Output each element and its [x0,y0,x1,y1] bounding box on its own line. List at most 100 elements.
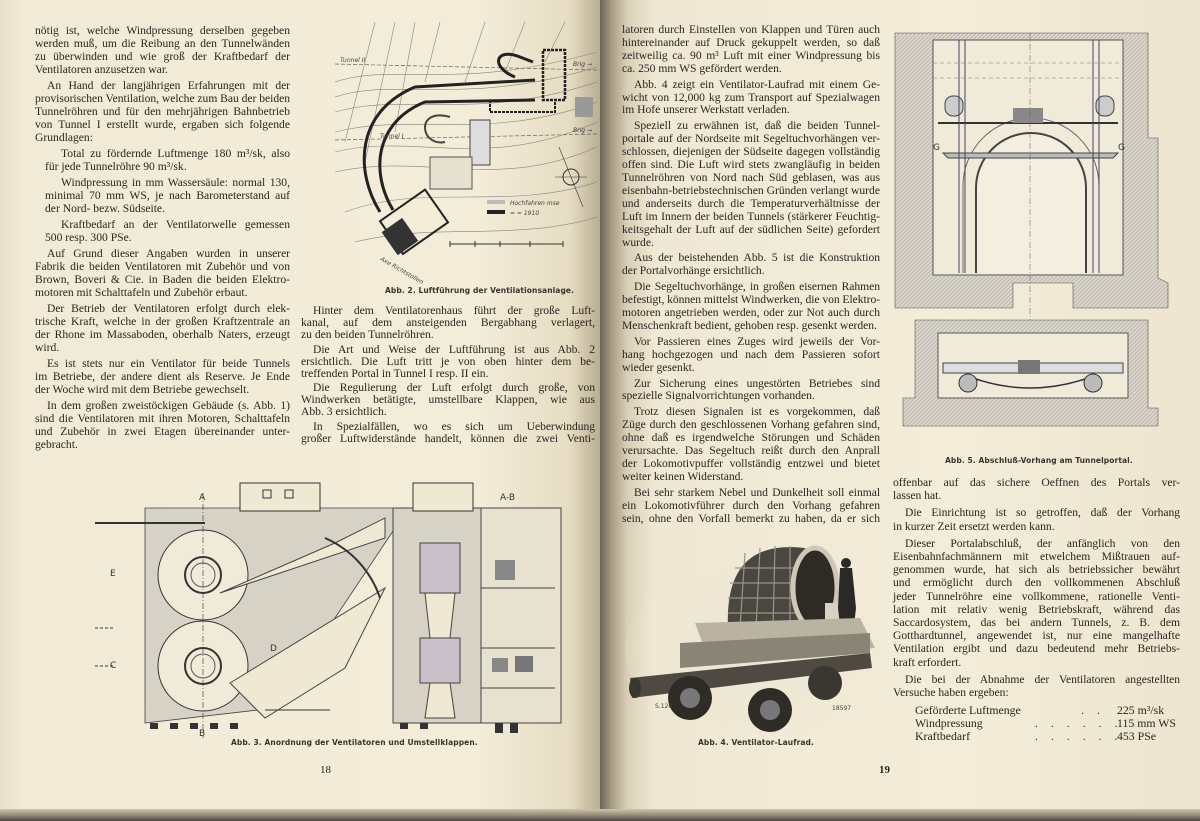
text-line: wurde. [622,235,654,249]
text-line: befestigt, können mittelst Windwerken, d… [622,293,880,307]
text-line: Eisenbahnfachmännern mit etwelchem Mißtr… [893,550,1180,564]
text-line: Ventilation ergibt und dazu bedeutend me… [893,642,1180,656]
text-line: von Tunnel I erstellt wurde, ergaben sic… [35,118,290,131]
results-row: Kraftbedarf. . . . . .453 PSe [893,730,1180,743]
text-line: ca. 250 mm WS gefördert werden. [622,61,782,75]
text-line: Abb. 3 ersichtlich. [301,405,387,419]
text-line: Hinter dem Ventilatorenhaus führt der gr… [313,304,595,317]
page-number-right: 19 [879,764,890,776]
text-line: Vor Passieren eines Zuges wird jeweils d… [634,334,880,348]
text-line: im Betriebe, der andere dient als Reserv… [35,370,290,383]
text-line: Die Art und Weise der Luftführung ist au… [313,342,595,356]
paragraph: Die Segeltuchvorhänge, in großen eiserne… [622,280,880,333]
text-line: Die Regulierung der Luft erfolgt durch g… [313,381,595,395]
text-line: Dieser Portalabschluß, der anfänglich vo… [905,536,1180,550]
text-line: Trotz diesen Signalen ist es vorgekommen… [634,405,880,419]
paragraph: latoren durch Einstellen von Klappen und… [622,23,880,76]
text-line: Züge durch den geschlossenen Vorhang gef… [622,418,880,432]
paragraph: Die Art und Weise der Luftführung ist au… [301,342,595,380]
paragraph: nötig ist, welche Windpressung derselben… [35,24,290,76]
text-line: jeder Tunnelröhre eine vollkommene, rati… [893,589,1180,603]
text-line: nötig ist, welche Windpressung derselben… [35,24,290,37]
text-line: Die Einrichtung ist so getroffen, daß de… [905,506,1180,520]
text-line: An Hand der langjährigen Erfahrungen mit… [47,79,290,92]
paragraph: An Hand der langjährigen Erfahrungen mit… [35,79,290,144]
left-page: nötig ist, welche Windpressung derselben… [0,0,600,821]
text-line: wicht von 12,000 kg zum Transport auf Sp… [622,90,880,104]
text-line: lassen hat. [893,489,942,503]
text-line: der Woche wird mit dem Betriebe gewechse… [35,383,250,396]
text-line: Abb. 4 zeigt ein Ventilator-Laufrad mit … [634,77,880,91]
text-line: wieder gesenkt. [622,360,695,374]
text-line: Es ist stets nur ein Ventilator für beid… [47,357,290,370]
figure-5-caption: Abb. 5. Abschluß-Vorhang am Tunnelportal… [945,456,1133,465]
tunnel-2-label: Tunnel II [340,57,366,64]
text-line: zu überwinden und wie groß der Kraftbeda… [35,50,290,63]
text-line: weiter keinen Widerstand. [622,469,744,483]
label-c: C [110,661,116,671]
results-label: Windpressung [915,716,983,730]
paragraph: Kraftbedarf an der Ventilatorwelle gemes… [35,218,290,244]
paragraph: Auf Grund dieser Angaben wurden in unser… [35,247,290,299]
text-line: keitsgehalt der Luft auf der südlichen S… [622,222,880,236]
text-line: der Portalvorhänge ersichtlich. [622,264,765,278]
tunnel-1-label: Tunnel I [380,133,404,140]
text-line: und anderseits durch die Temperaturverhä… [622,196,880,210]
label-e: E [110,569,116,579]
text-line: Gotthardtunnel, angewendet ist, nur eine… [893,629,1180,643]
paragraph: Die Regulierung der Luft erfolgt durch g… [301,382,595,418]
results-value: 115 mm WS [1117,716,1176,730]
text-line: Speziell zu erwähnen ist, daß die beiden… [634,119,880,133]
paragraph: Die bei der Abnahme der Ventilatoren ang… [893,673,1180,699]
text-line: wird. [35,341,60,354]
text-line: der Nord- bezw. Südseite. [45,202,165,215]
paragraph: Der Betrieb der Ventilatoren erfolgt dur… [35,302,290,354]
text-line: In Spezialfällen, wo es sich um Ueberwin… [313,420,595,434]
text-line: hintereinander auf Druck gekuppelt werde… [622,35,880,49]
page-edge [0,809,600,821]
text-line: im Hofe unserer Werkstatt verladen. [622,103,790,117]
text-line: kanal, auf dem ansteigenden Bergabhang v… [301,315,595,329]
text-line: Windpressung in mm Wassersäule: normal 1… [61,176,290,189]
text-line: treffenden Portal in Tunnel I resp. II e… [301,366,489,380]
label-g-right: G [1118,143,1125,153]
paragraph: Hinter dem Ventilatorenhaus führt der gr… [301,305,595,341]
paragraph: Trotz diesen Signalen ist es vorgekommen… [622,405,880,483]
paragraph: Vor Passieren eines Zuges wird jeweils d… [622,334,880,375]
text-line: offenbar auf das sichere Oeffnen des Por… [893,476,1180,489]
text-line: motoren angetrieben werden, oder zur Not… [622,306,880,320]
text-line: trische Kraft, welche in der großen Kraf… [35,315,290,328]
text-line: schlossen, diejenigen der Südseite dageg… [622,145,880,159]
text-line: Grundlagen: [35,131,93,144]
text-line: in kurzer Zeit ersetzt werden kann. [893,519,1055,533]
figure-2-ventilation-layout: Tunnel II Tunnel I Brig → Brig → Axe Ric… [335,22,597,284]
text-line: großer Luftwiderstände handelt, können d… [301,432,595,446]
paragraph: Die Einrichtung ist so getroffen, daß de… [893,506,1180,532]
text-line: der Rhone im Massaboden, oberhalb Naters… [35,328,290,341]
paragraph: Dieser Portalabschluß, der anfänglich vo… [893,537,1180,669]
paragraph: Es ist stets nur ein Ventilator für beid… [35,357,290,396]
figure-4-fan-wheel-photo: S.120 18597 [625,545,885,733]
text-line: Brown, Boveri & Cie. in Baden die beiden… [35,273,290,286]
text-line: Versuche haben ergeben: [893,686,1009,700]
plate-number-right: 18597 [832,705,851,712]
text-line: In dem großen zweistöckigen Gebäude (s. … [47,399,290,412]
results-dots: . . . . . . [1035,716,1123,730]
text-line: hang hochgezogen und nach dem Passieren … [622,347,880,361]
text-line: Tunnelröhren und für den mehrjährigen Ba… [35,105,290,118]
paragraph: Zur Sicherung eines ungestörten Betriebe… [622,377,880,404]
text-line: sind die Ventilatoren mit ihren Motoren,… [35,412,290,425]
text-line: offen sind. Die Luft wird stets zwangläu… [622,158,880,172]
text-line: Die bei der Abnahme der Ventilatoren ang… [905,672,1180,686]
text-line: Aus der beistehenden Abb. 5 ist die Kons… [634,251,880,265]
results-label: Kraftbedarf [915,729,971,743]
text-line: genommen wurde, hat sich als betriebssic… [893,563,1180,577]
paragraph: offenbar auf das sichere Oeffnen des Por… [893,476,1180,502]
text-line: werden muß, um die Reibung an den Tunnel… [35,37,290,50]
text-line: und Zubehör in zwei Etagen übereinander … [35,425,290,438]
text-line: für jede Tunnelröhre 90 m³/sk. [45,160,187,173]
text-line: ersichtlich. Die Luft tritt je von oben … [301,354,595,368]
text-line: Saccardosystem, das bei andern Tunnels, … [893,616,1180,630]
paragraph: Speziell zu erwähnen ist, daß die beiden… [622,119,880,249]
